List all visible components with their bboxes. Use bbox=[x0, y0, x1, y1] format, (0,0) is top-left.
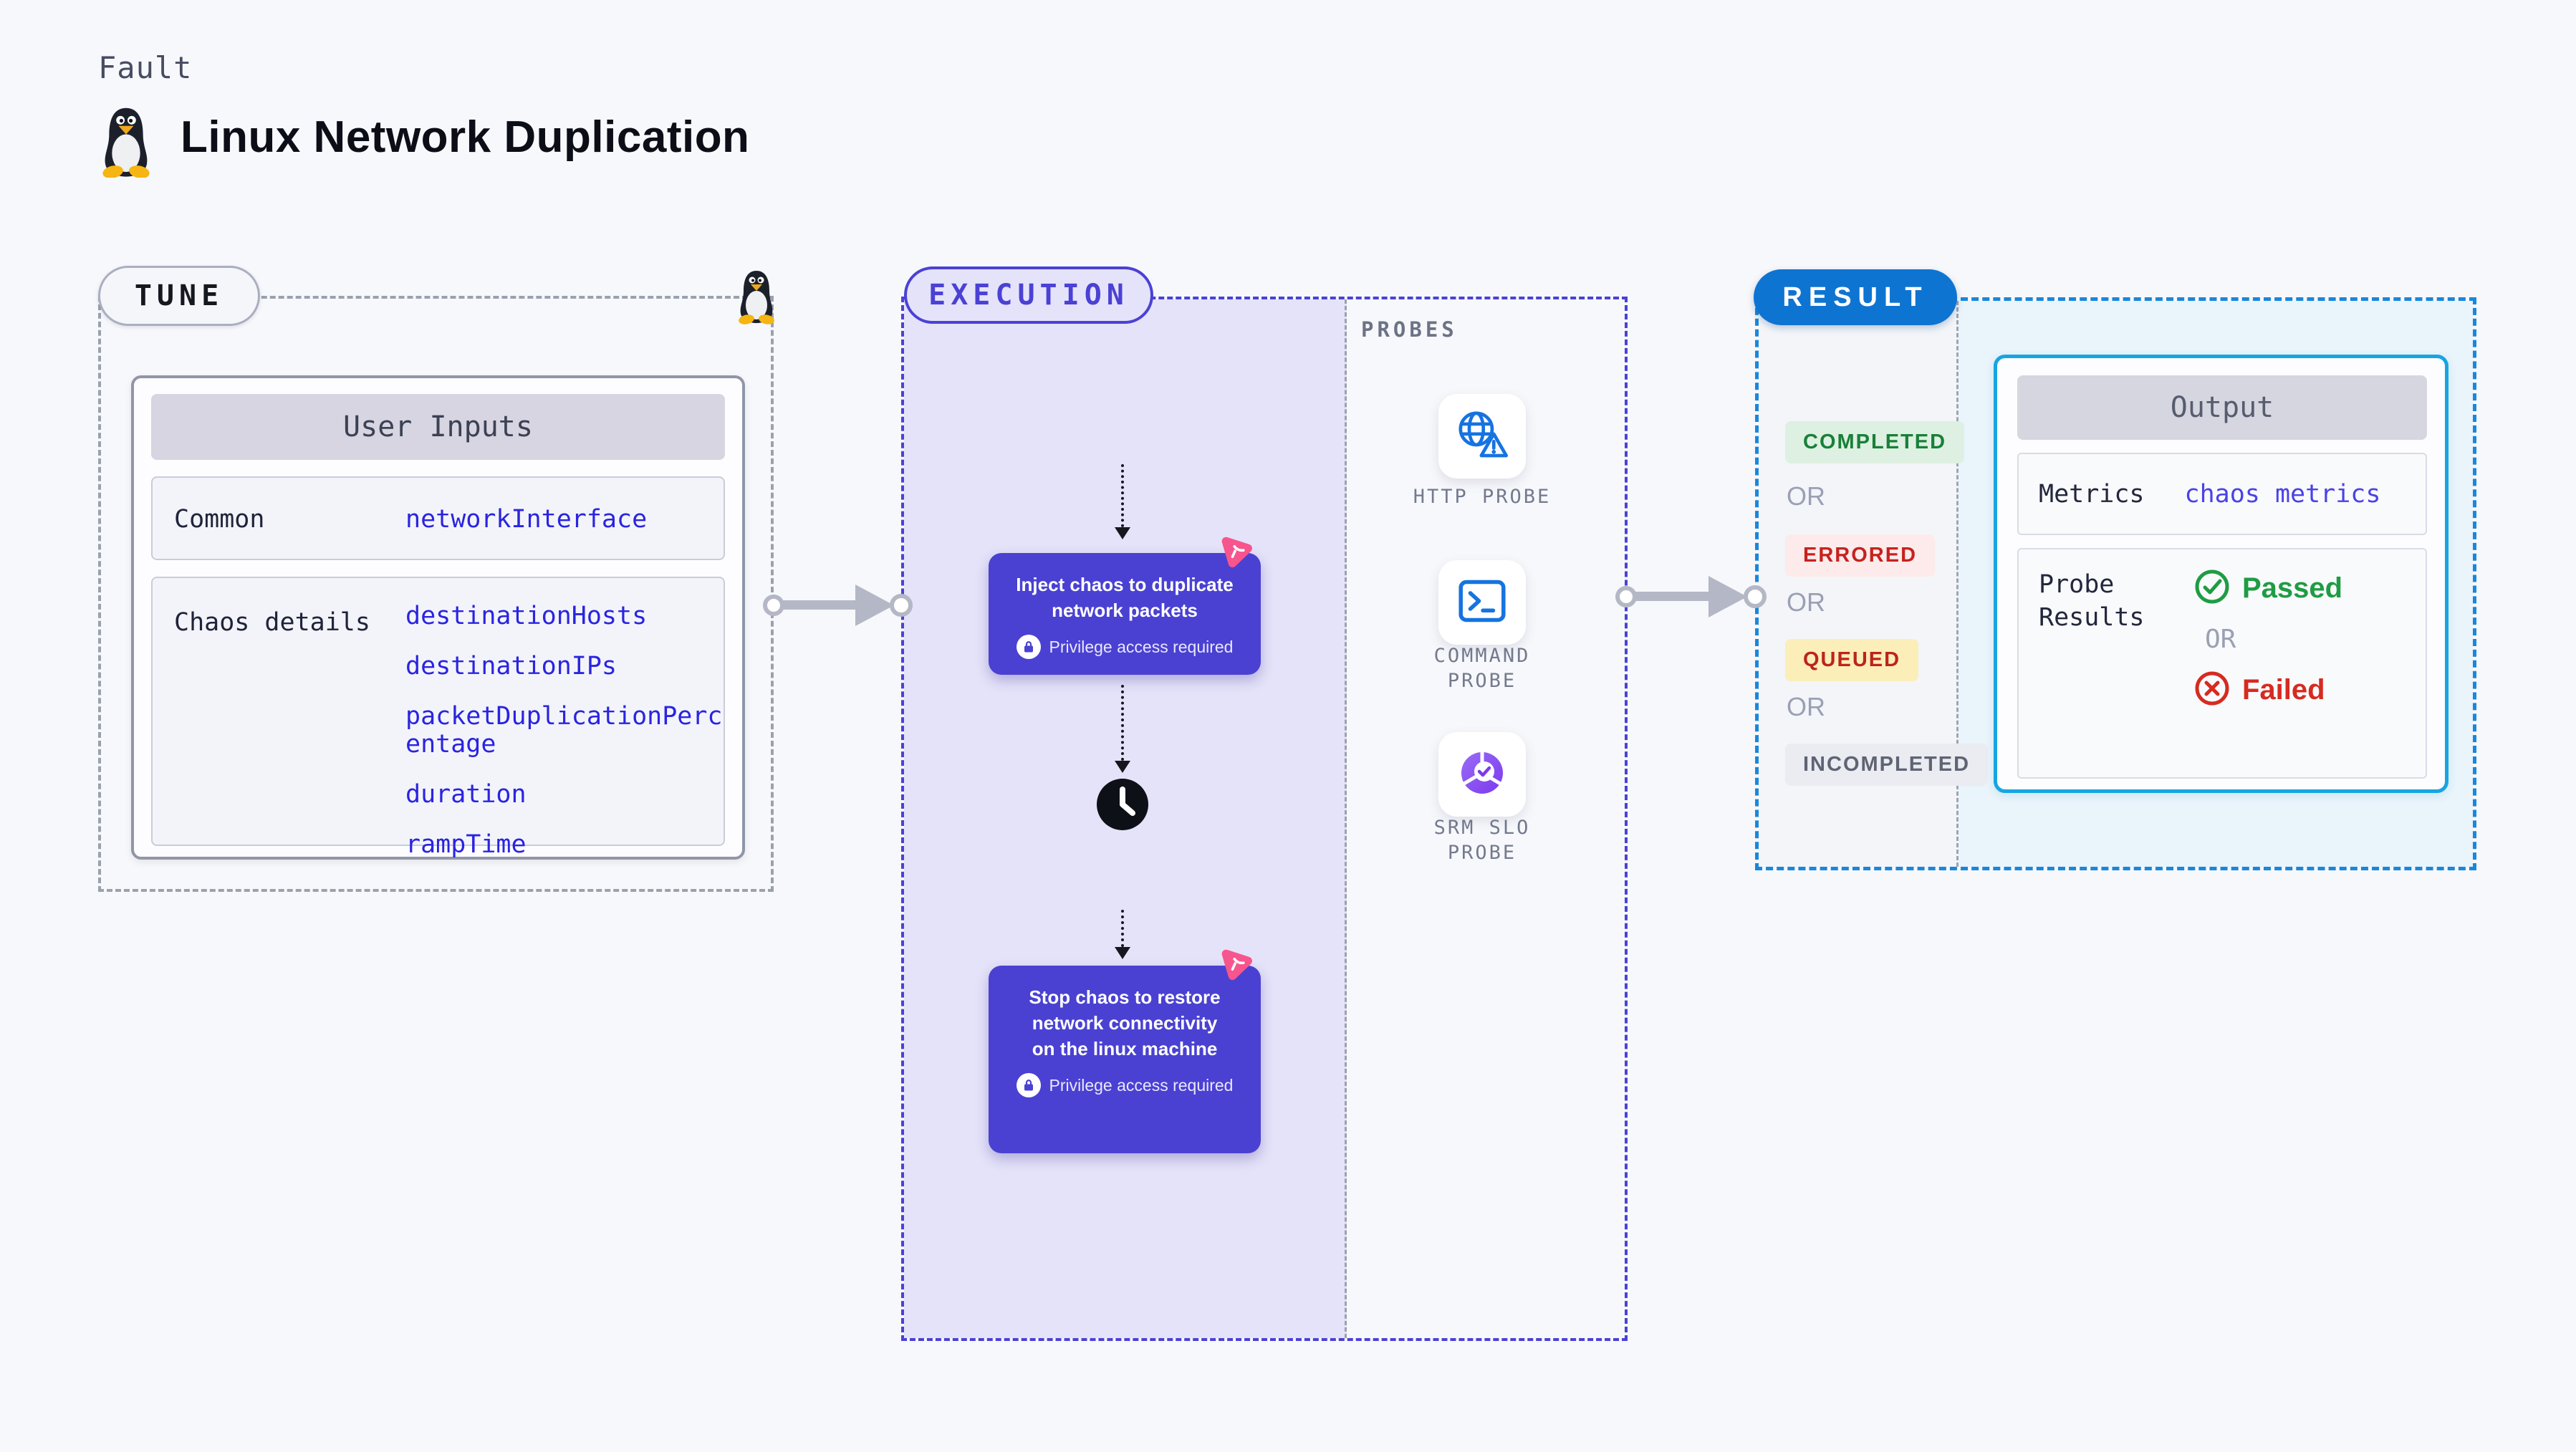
dotted-connector-head bbox=[1115, 527, 1130, 539]
http-probe-card bbox=[1438, 394, 1526, 479]
terminal-icon bbox=[1456, 578, 1508, 628]
row-value: networkInterface bbox=[405, 505, 648, 534]
connector-port bbox=[1744, 585, 1767, 608]
probes-divider bbox=[1345, 299, 1347, 1338]
chaos-fault-icon bbox=[1216, 946, 1255, 986]
metrics-value: chaos metrics bbox=[2184, 479, 2381, 509]
arrow-right-head bbox=[1708, 576, 1747, 617]
chaos-fault-icon bbox=[1216, 533, 1255, 574]
or-separator: OR bbox=[1787, 587, 1825, 617]
user-inputs-title: User Inputs bbox=[151, 394, 725, 460]
dotted-connector bbox=[1121, 685, 1124, 761]
clock-icon bbox=[1095, 777, 1150, 832]
command-probe-label: COMMAND PROBE bbox=[1433, 645, 1531, 692]
slo-donut-icon bbox=[1456, 747, 1508, 802]
result-badge: RESULT bbox=[1754, 269, 1957, 325]
x-circle-icon bbox=[2193, 670, 2231, 711]
failed-label: Failed bbox=[2242, 674, 2325, 706]
row-value: destinationHosts bbox=[405, 602, 648, 630]
arrow-right bbox=[782, 600, 857, 610]
connector-port bbox=[890, 594, 913, 617]
row-value: packetDuplicationPercentage bbox=[405, 702, 723, 759]
inject-chaos-node: Inject chaos to duplicate network packet… bbox=[989, 553, 1261, 675]
http-probe-label: HTTP PROBE bbox=[1413, 486, 1552, 508]
fault-kicker: Fault bbox=[98, 50, 193, 85]
probe-results-label: Probe Results bbox=[2039, 570, 2145, 632]
user-inputs-card: User Inputs Common networkInterface Chao… bbox=[131, 375, 745, 860]
arrow-right-head bbox=[855, 585, 894, 626]
connector-port bbox=[763, 595, 784, 616]
output-card: Output Metrics chaos metrics Probe Resul… bbox=[1994, 355, 2448, 793]
probes-heading: PROBES bbox=[1361, 317, 1458, 342]
or-separator: OR bbox=[1787, 692, 1825, 721]
passed-label: Passed bbox=[2242, 572, 2343, 604]
privilege-note: Privilege access required bbox=[1049, 1075, 1234, 1095]
lock-icon bbox=[1016, 1073, 1041, 1097]
row-value: rampTime bbox=[405, 830, 527, 859]
probe-results-row: Probe Results Passed OR bbox=[2017, 548, 2427, 779]
tux-penguin-icon bbox=[96, 106, 156, 181]
metrics-label: Metrics bbox=[2039, 479, 2145, 509]
row-label: Common bbox=[174, 505, 265, 534]
tune-section bbox=[98, 296, 774, 892]
table-row-common: Common networkInterface bbox=[151, 476, 725, 560]
row-label: Chaos details bbox=[174, 608, 370, 637]
or-separator: OR bbox=[1787, 481, 1825, 511]
connector-port bbox=[1615, 586, 1637, 607]
inject-chaos-label: Inject chaos to duplicate network packet… bbox=[1016, 574, 1234, 621]
arrow-right bbox=[1635, 592, 1710, 601]
row-value: destinationIPs bbox=[405, 652, 617, 681]
dotted-connector bbox=[1121, 910, 1124, 947]
status-badge-queued: QUEUED bbox=[1785, 639, 1919, 681]
srm-slo-probe-card bbox=[1438, 732, 1526, 817]
lock-icon bbox=[1016, 635, 1041, 659]
status-badge-errored: ERRORED bbox=[1785, 534, 1936, 577]
dotted-connector bbox=[1121, 464, 1124, 527]
tux-penguin-icon bbox=[734, 262, 779, 335]
tune-badge: TUNE bbox=[98, 266, 260, 326]
srm-slo-probe-label: SRM SLO PROBE bbox=[1433, 817, 1531, 864]
dotted-connector-head bbox=[1115, 947, 1130, 959]
stop-chaos-label: Stop chaos to restore network connectivi… bbox=[1029, 986, 1221, 1059]
dotted-connector-head bbox=[1115, 761, 1130, 773]
globe-alert-icon bbox=[1454, 409, 1510, 464]
check-circle-icon bbox=[2193, 568, 2231, 609]
or-separator: OR bbox=[2205, 625, 2236, 654]
result-divider bbox=[1956, 301, 1959, 867]
output-title: Output bbox=[2017, 375, 2427, 440]
status-badge-completed: COMPLETED bbox=[1785, 421, 1965, 463]
privilege-note: Privilege access required bbox=[1049, 637, 1234, 656]
status-badge-incompleted: INCOMPLETED bbox=[1785, 744, 1989, 786]
page-title: Linux Network Duplication bbox=[181, 112, 750, 162]
metrics-row: Metrics chaos metrics bbox=[2017, 453, 2427, 535]
row-value: duration bbox=[405, 780, 527, 809]
command-probe-card bbox=[1438, 560, 1526, 645]
execution-badge: EXECUTION bbox=[904, 266, 1153, 324]
table-row-chaos-details: Chaos details destinationHosts destinati… bbox=[151, 577, 725, 859]
stop-chaos-node: Stop chaos to restore network connectivi… bbox=[989, 966, 1261, 1153]
